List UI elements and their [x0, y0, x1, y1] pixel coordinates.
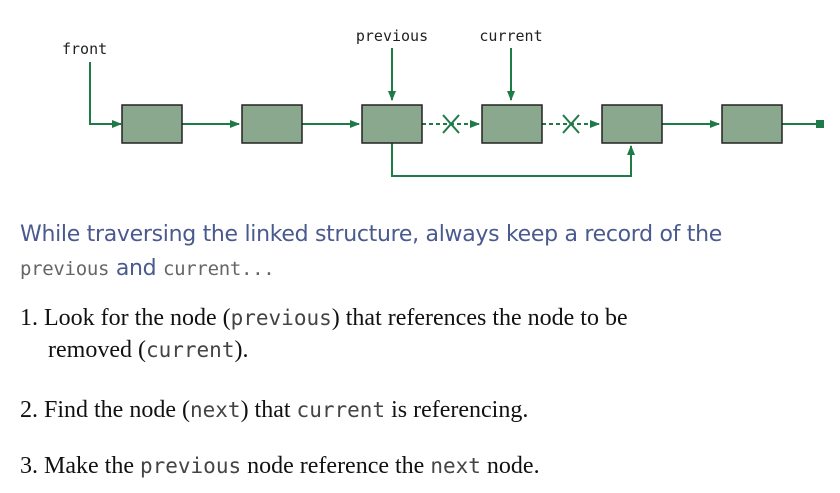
step-1-text-d: ).	[234, 337, 249, 363]
intro-code-current: current	[163, 258, 241, 280]
cross-mark-2	[562, 114, 580, 134]
intro-part2: and	[109, 256, 164, 281]
step-3-code-previous: previous	[139, 454, 242, 478]
bypass-link	[391, 143, 635, 177]
step-1-text-c: removed (	[48, 337, 146, 363]
node-previous	[361, 104, 423, 144]
node-6	[721, 104, 783, 144]
step-3-text-c: node.	[480, 453, 540, 479]
step-2-text-c: is referencing.	[385, 397, 529, 423]
step-2-text-b: ) that	[240, 397, 297, 423]
linked-list-diagram: front previous current	[62, 27, 824, 177]
step-1-number: 1.	[20, 305, 38, 331]
step-2-code-current: current	[296, 398, 386, 422]
step-1: 1. Look for the node (previous) that ref…	[20, 302, 830, 366]
step-1-code-current: current	[145, 338, 235, 362]
step-2-number: 2.	[20, 397, 38, 423]
node-2	[241, 104, 303, 144]
intro-ellipsis: ...	[241, 258, 275, 280]
step-2: 2. Find the node (next) that current is …	[20, 394, 830, 426]
step-2-code-next: next	[189, 398, 241, 422]
step-1-text-b: ) that references the node to be	[331, 305, 628, 331]
step-1-text-a: Look for the node (	[38, 305, 231, 331]
intro-code-previous: previous	[20, 258, 110, 280]
step-2-text-a: Find the node (	[38, 397, 190, 423]
front-label: front	[62, 40, 107, 58]
cross-mark-1	[442, 114, 460, 134]
node-1	[121, 104, 183, 144]
null-terminator	[816, 120, 824, 128]
current-label: current	[479, 27, 542, 45]
step-3-text-a: Make the	[38, 453, 140, 479]
intro-text: While traversing the linked structure, a…	[20, 218, 820, 286]
front-pointer-arrow	[89, 62, 122, 128]
intro-part1: While traversing the linked structure, a…	[20, 222, 722, 247]
step-3-text-b: node reference the	[241, 453, 431, 479]
step-1-code-previous: previous	[230, 306, 332, 330]
node-next	[601, 104, 663, 144]
step-3-number: 3.	[20, 453, 38, 479]
previous-label: previous	[356, 27, 428, 45]
node-current	[481, 104, 543, 144]
step-3-code-next: next	[430, 454, 481, 478]
step-3: 3. Make the previous node reference the …	[20, 450, 830, 482]
